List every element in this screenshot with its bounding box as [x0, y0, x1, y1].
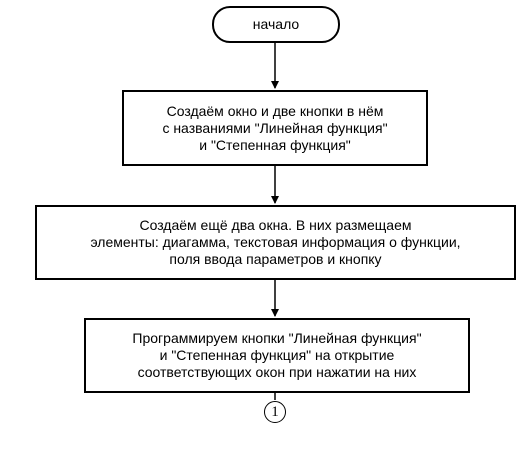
process-step-1: Создаём окно и две кнопки в нём с назван… [122, 90, 428, 166]
process-step-2: Создаём ещё два окна. В них размещаем эл… [35, 205, 516, 280]
start-terminal: начало [212, 6, 340, 43]
process-step-3: Программируем кнопки "Линейная функция" … [84, 318, 470, 393]
page-connector: 1 [264, 401, 286, 423]
